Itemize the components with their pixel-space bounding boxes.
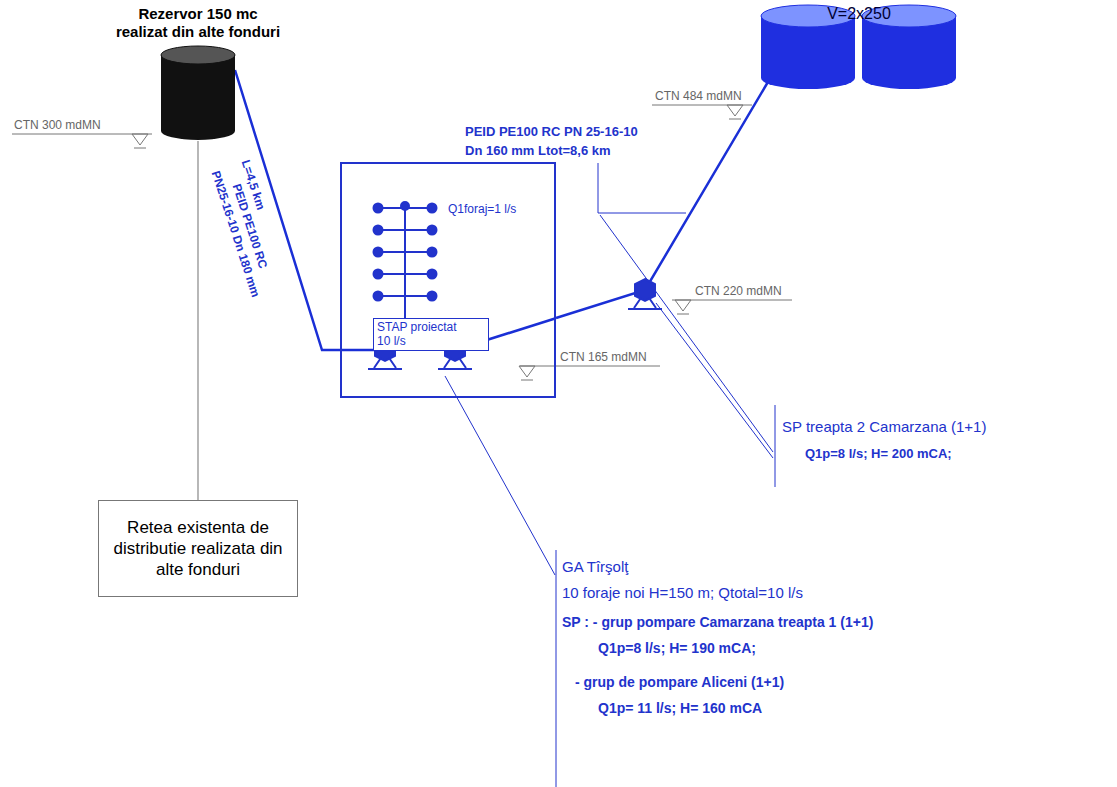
- annotation-label: SP treapta 2 Camarzana (1+1): [782, 418, 986, 436]
- tank-heading: Rezervor 150 mc realizat din alte fondur…: [103, 5, 293, 41]
- annotation-label: CTN 484 mdMN: [655, 89, 742, 103]
- treatment-station-box: STAP proiectat 10 l/s: [373, 318, 489, 351]
- annotation-label: 10 foraje noi H=150 m; Qtotal=10 l/s: [562, 584, 803, 602]
- tank-cylinder: [160, 45, 236, 141]
- annotation-label: GA Tîrşolţ: [562, 558, 628, 576]
- storage-tank: Rezervor 150 mc realizat din alte fondur…: [160, 45, 236, 141]
- annotation-label: CTN 165 mdMN: [560, 350, 647, 364]
- annotation-label: Q1p=8 l/s; H= 200 mCA;: [805, 446, 952, 462]
- pump-symbol: [628, 279, 662, 309]
- annotation-label: Q1p=8 l/s; H= 190 mCA;: [598, 640, 756, 657]
- internal-pipes: [341, 319, 555, 351]
- ground-markers: [12, 105, 792, 380]
- pumping-site-enclosure: Q1foraj=1 l/sSTAP proiectat 10 l/s: [340, 162, 556, 398]
- annotation-label: Q1p= 11 l/s; H= 160 mCA: [598, 700, 762, 717]
- pipe-line: [556, 70, 775, 318]
- box-text: Retea existenta de distributie realizata…: [107, 517, 289, 580]
- annotation-label: SP : - grup pompare Camarzana treapta 1 …: [562, 614, 873, 631]
- connection-line: [197, 141, 198, 500]
- twin-tanks: V=2x250: [760, 2, 958, 92]
- annotation-label: CTN 220 mdMN: [695, 284, 782, 298]
- annotation-label: Dn 160 mm Ltot=8,6 km: [465, 143, 611, 159]
- annotation-label: CTN 300 mdMN: [14, 118, 101, 132]
- annotation-label: - grup de pompare Aliceni (1+1): [575, 674, 784, 691]
- box-text: STAP proiectat 10 l/s: [377, 320, 465, 348]
- distribution-network-box: Retea existenta de distributie realizata…: [98, 500, 298, 597]
- annotation-label: PEID PE100 RC PN 25-16-10: [465, 124, 638, 140]
- well-flow-label: Q1foraj=1 l/s: [448, 202, 516, 216]
- wells-field: [374, 202, 437, 318]
- tank-volume: V=2x250: [760, 5, 958, 23]
- callout-leaders: [445, 163, 775, 787]
